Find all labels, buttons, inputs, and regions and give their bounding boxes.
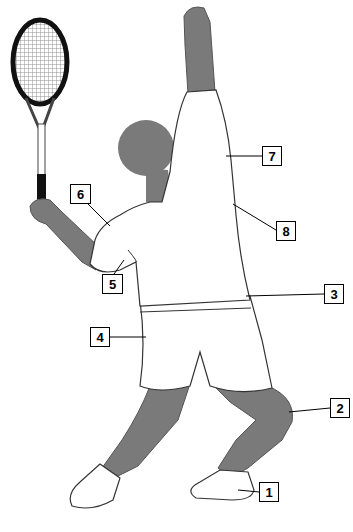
callout-number: 5 [109, 278, 116, 291]
callout-box: 4 [90, 327, 110, 347]
left-leg [102, 384, 190, 478]
leader-line [233, 204, 276, 230]
callout-box: 2 [330, 398, 350, 418]
racket-arm [30, 199, 100, 270]
callout-box: 5 [102, 274, 123, 294]
callout-number: 1 [265, 486, 272, 499]
shorts [140, 296, 272, 392]
leader-line [88, 204, 110, 226]
shirt [90, 90, 250, 306]
racket-grip [37, 174, 46, 200]
callout-number: 2 [336, 402, 343, 415]
leader-line [226, 156, 262, 157]
leader-line [238, 490, 259, 492]
racket-head [13, 20, 67, 104]
callout-box: 1 [259, 482, 279, 502]
callout-number: 7 [268, 150, 275, 163]
leader-line [110, 337, 146, 338]
callout-number: 6 [77, 188, 84, 201]
callout-number: 3 [330, 288, 337, 301]
leader-line [246, 294, 324, 296]
right-shoe [191, 470, 254, 500]
waistband [140, 308, 251, 312]
left-shoe [70, 464, 120, 508]
racket-shaft [38, 124, 45, 180]
callout-number: 8 [282, 225, 289, 238]
callout-box: 7 [262, 146, 282, 166]
head [118, 120, 174, 176]
leader-line [289, 408, 330, 412]
callout-box: 8 [276, 221, 296, 241]
shirt-fold [128, 250, 136, 262]
callout-box: 3 [324, 284, 344, 304]
leader-line [114, 260, 124, 274]
right-leg [214, 386, 293, 478]
callout-box: 6 [70, 184, 91, 204]
raised-arm [184, 7, 215, 94]
callout-number: 4 [96, 331, 103, 344]
